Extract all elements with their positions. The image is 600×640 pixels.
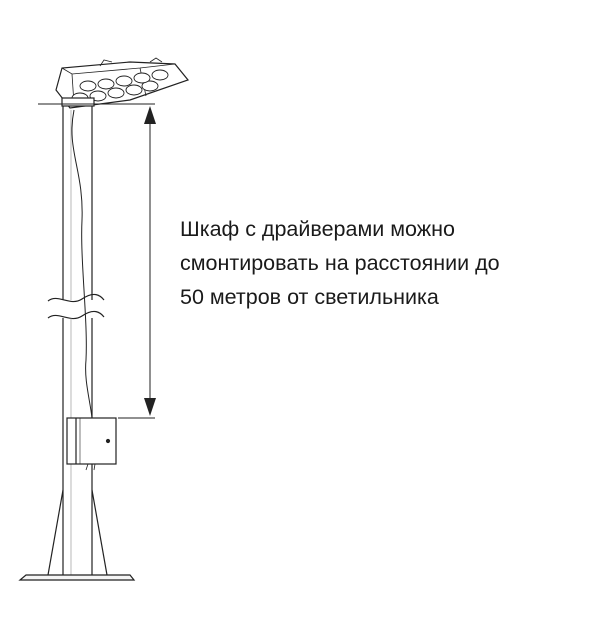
caption-line-1: Шкаф с драйверами можно [180, 217, 455, 241]
dimension-arrows [144, 106, 156, 416]
cable [71, 109, 93, 419]
pole-upper [62, 104, 93, 300]
caption-line-3: 50 метров от светильника [180, 285, 439, 309]
driver-cabinet [66, 417, 117, 471]
pole-break-symbol [47, 293, 105, 320]
caption-text: Шкаф с драйверами можно смонтировать на … [180, 212, 590, 314]
mounting-bracket [61, 97, 95, 107]
dimension-lines [38, 103, 155, 419]
pole-base [18, 489, 136, 581]
caption-line-2: смонтировать на расстоянии до [180, 251, 500, 275]
